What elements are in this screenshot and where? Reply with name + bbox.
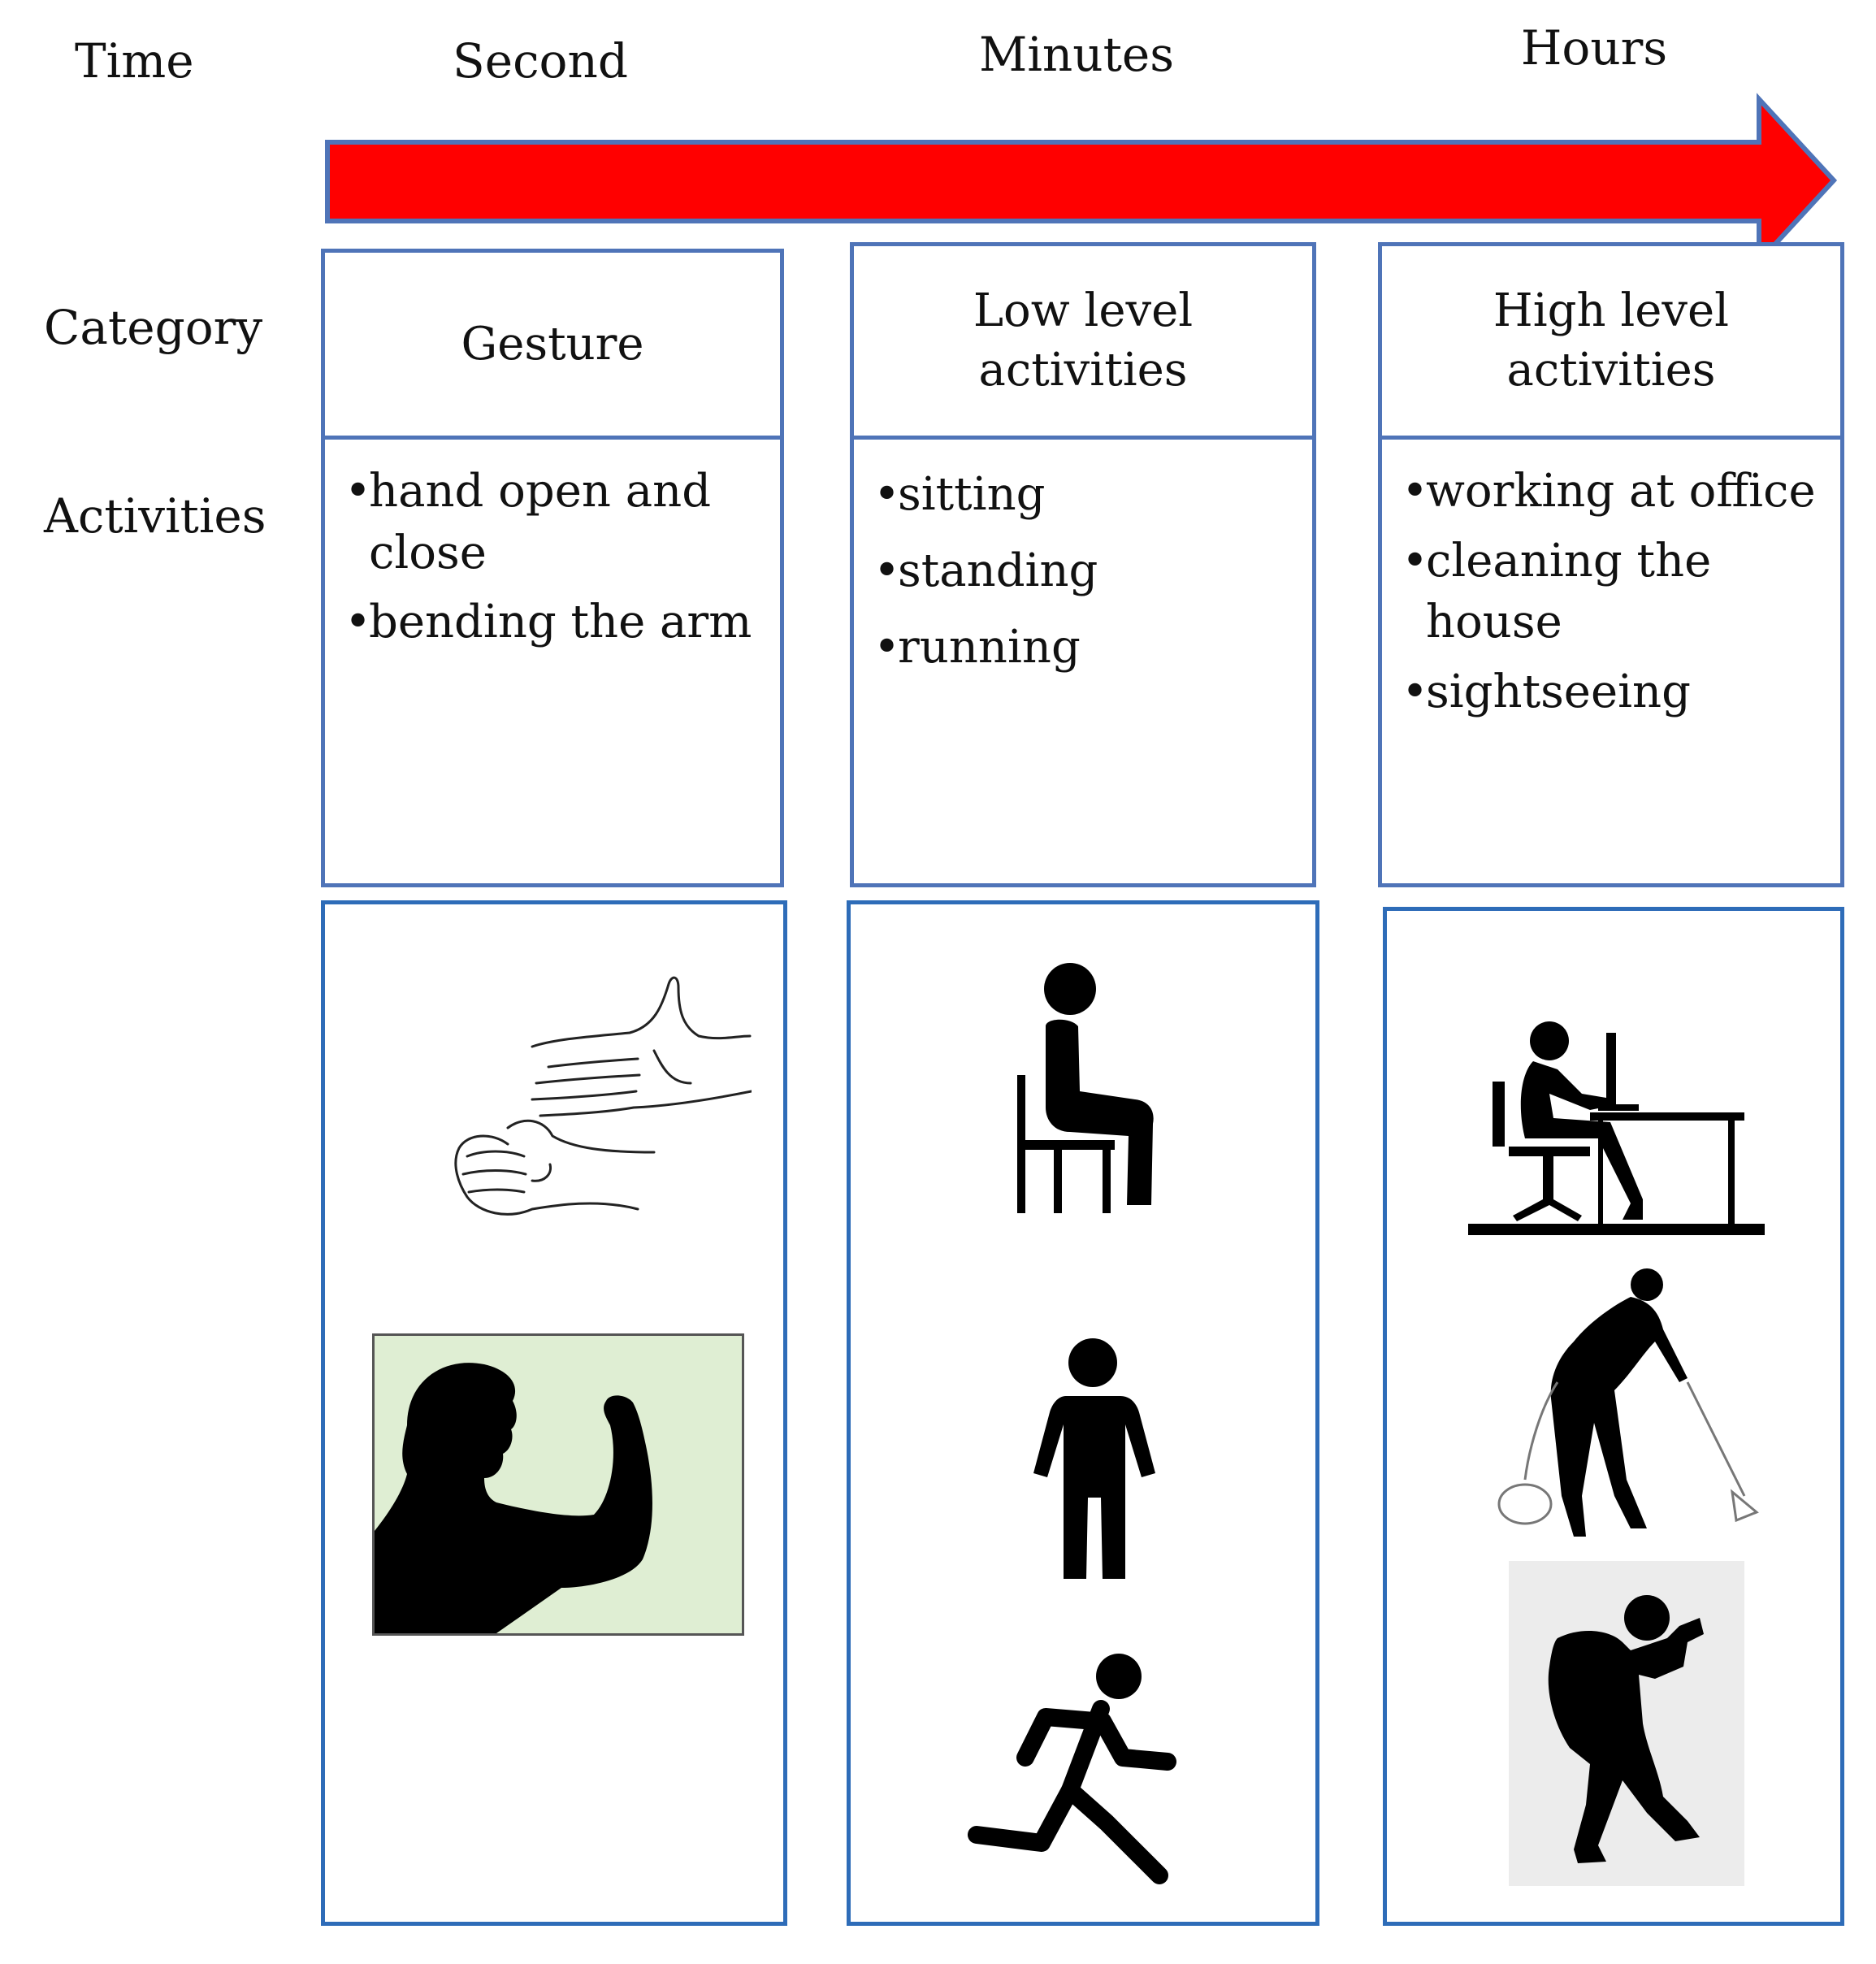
office-worker-icon xyxy=(1468,1021,1765,1235)
row-label-category: Category xyxy=(44,300,263,355)
image-box-low-level xyxy=(847,900,1319,1926)
running-person-icon xyxy=(968,1654,1176,1884)
vacuum-cleaning-icon xyxy=(1497,1268,1759,1537)
list-item: hand open and close xyxy=(344,461,772,583)
row-label-activities: Activities xyxy=(44,488,266,544)
standing-person-icon xyxy=(1033,1338,1155,1579)
row-label-time: Time xyxy=(75,33,194,89)
photographer-frame xyxy=(1509,1561,1744,1886)
category-label-gesture: Gesture xyxy=(461,317,644,371)
activities-box-gesture: hand open and close bending the arm xyxy=(321,436,784,887)
category-box-high-level: High level activities xyxy=(1378,242,1844,440)
photographer-hiker-icon xyxy=(1548,1595,1704,1863)
activities-box-low-level: sitting standing running xyxy=(850,436,1316,887)
sitting-person-icon xyxy=(1017,963,1154,1213)
flexing-arm-silhouette-icon xyxy=(375,1363,652,1633)
activities-list-gesture: hand open and close bending the arm xyxy=(325,440,780,653)
flexing-arm-frame xyxy=(372,1333,744,1636)
timeline-label-minutes: Minutes xyxy=(978,27,1175,82)
timeline-label-second: Second xyxy=(453,33,628,89)
list-item: bending the arm xyxy=(344,592,772,653)
category-label-low-level: Low level activities xyxy=(973,284,1194,397)
activities-box-high-level: working at office cleaning the house sig… xyxy=(1378,436,1844,887)
list-item: standing xyxy=(873,537,1304,605)
image-box-gesture xyxy=(321,900,787,1926)
activities-list-low-level: sitting standing running xyxy=(854,440,1312,682)
activities-list-high-level: working at office cleaning the house sig… xyxy=(1382,440,1840,722)
list-item: sightseeing xyxy=(1402,661,1832,723)
category-box-gesture: Gesture xyxy=(321,249,784,440)
list-item: working at office xyxy=(1402,461,1832,522)
list-item: sitting xyxy=(873,461,1304,529)
list-item: running xyxy=(873,613,1304,682)
list-item: cleaning the house xyxy=(1402,531,1832,653)
timeline-label-hours: Hours xyxy=(1520,20,1668,76)
image-box-high-level xyxy=(1383,907,1844,1926)
category-box-low-level: Low level activities xyxy=(850,242,1316,440)
category-label-high-level: High level activities xyxy=(1493,284,1730,397)
hand-gesture-icon xyxy=(454,976,752,1216)
timeline-arrow xyxy=(325,93,1838,268)
